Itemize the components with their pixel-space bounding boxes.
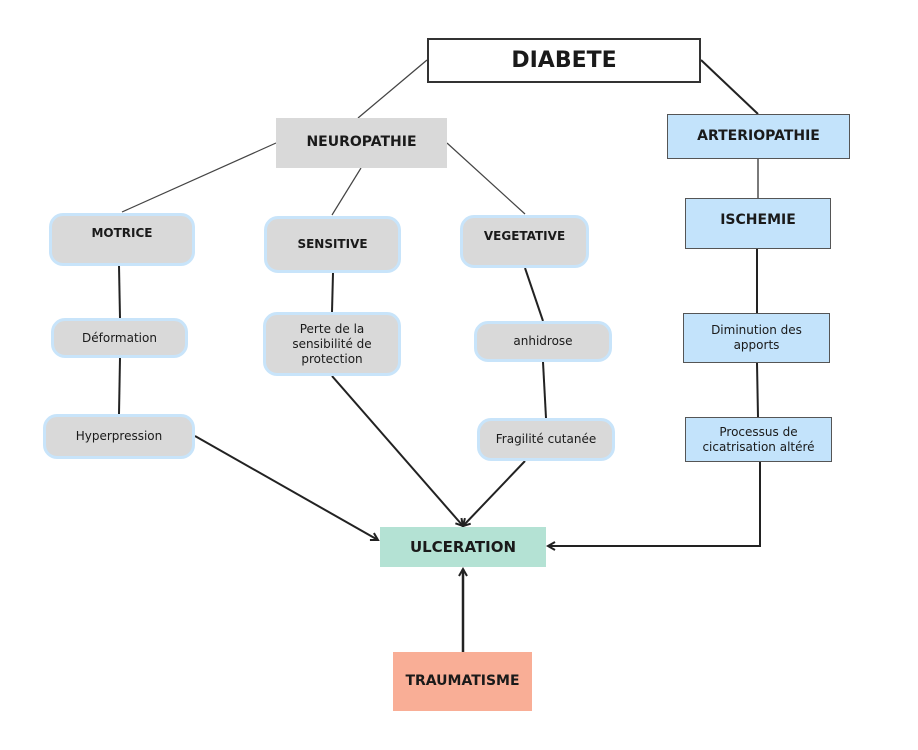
link-vegetative-anhidrose — [524, 267, 544, 322]
link-diabete-neuropathie — [357, 59, 428, 119]
link-deformation-hyperpression — [118, 357, 121, 415]
node-deformation-label: Déformation — [82, 330, 157, 345]
node-arteriopathie-label: ARTERIOPATHIE — [697, 127, 820, 144]
node-arteriopathie: ARTERIOPATHIE — [667, 114, 850, 159]
node-diabete-label: DIABETE — [511, 47, 617, 73]
node-vegetative: VEGETATIVE — [460, 215, 589, 268]
node-motrice-label: MOTRICE — [91, 226, 153, 240]
arrow-processus-ulceration — [548, 462, 761, 546]
node-ischemie: ISCHEMIE — [685, 198, 831, 249]
node-diminution-apports-label: Diminution des apports — [711, 323, 802, 352]
node-hyperpression-label: Hyperpression — [75, 429, 163, 443]
node-traumatisme: TRAUMATISME — [393, 652, 532, 711]
link-neuropathie-motrice — [121, 142, 277, 213]
node-perte-sensibilite: Perte de la sensibilité de protection — [263, 312, 401, 376]
node-processus-cicatrisation: Processus de cicatrisation altéré — [685, 417, 832, 462]
link-diabete-arteriopathie — [700, 59, 759, 115]
arrow-perte-ulceration — [331, 375, 463, 526]
link-motrice-deformation — [118, 265, 121, 319]
link-neuropathie-vegetative — [446, 142, 526, 215]
link-anhidrose-fragilite — [542, 361, 547, 419]
node-neuropathie-label: NEUROPATHIE — [306, 134, 417, 151]
arrow-hyperpression-ulceration — [194, 435, 378, 540]
node-ischemie-label: ISCHEMIE — [720, 211, 796, 228]
node-vegetative-label: VEGETATIVE — [483, 229, 566, 243]
link-neuropathie-sensitive — [331, 167, 362, 216]
node-neuropathie: NEUROPATHIE — [276, 118, 447, 168]
node-traumatisme-label: TRAUMATISME — [405, 672, 520, 689]
node-sensitive: SENSITIVE — [264, 216, 401, 273]
node-diabete: DIABETE — [427, 38, 701, 83]
node-deformation: Déformation — [51, 318, 188, 358]
node-ulceration-label: ULCERATION — [409, 537, 517, 556]
node-ulceration: ULCERATION — [380, 527, 546, 567]
node-motrice: MOTRICE — [49, 213, 195, 266]
node-sensitive-label: SENSITIVE — [297, 237, 368, 251]
node-anhidrose-label: anhidrose — [513, 334, 573, 348]
node-processus-cicatrisation-label: Processus de cicatrisation altéré — [702, 424, 815, 454]
link-sensitive-perte — [331, 272, 334, 313]
node-hyperpression: Hyperpression — [43, 414, 195, 459]
link-diminution-processus — [756, 362, 759, 418]
node-diminution-apports: Diminution des apports — [683, 313, 830, 363]
node-fragilite-cutanee: Fragilité cutanée — [477, 418, 615, 461]
arrow-fragilite-ulceration — [463, 460, 526, 526]
node-anhidrose: anhidrose — [474, 321, 612, 362]
node-perte-sensibilite-label: Perte de la sensibilité de protection — [292, 321, 372, 366]
node-fragilite-cutanee-label: Fragilité cutanée — [495, 432, 597, 446]
